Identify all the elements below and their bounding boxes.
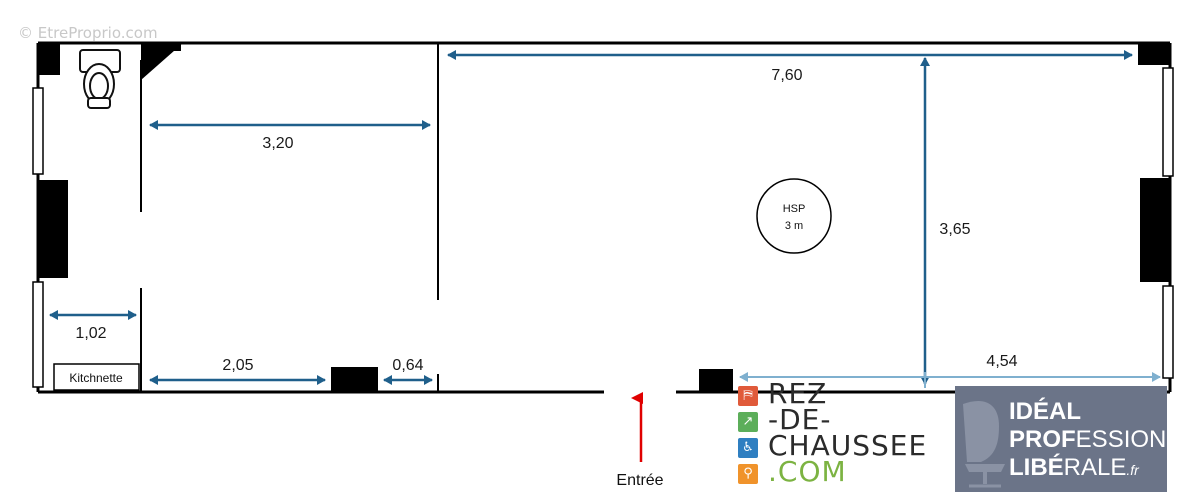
dimension-lines xyxy=(49,50,1133,385)
hsp-badge: HSP 3 m xyxy=(756,178,832,254)
dim-main-width: 7,60 xyxy=(771,67,802,84)
entrance-label: Entrée xyxy=(616,472,663,489)
dim-bottom-right: 4,54 xyxy=(986,353,1017,370)
hsp-title: HSP xyxy=(783,203,806,215)
rdc-line-2: -DE- xyxy=(768,403,832,436)
stairs-icon: ⛿ xyxy=(738,386,758,406)
chair-icon xyxy=(963,400,1005,488)
dim-bottom-small: 0,64 xyxy=(392,357,423,374)
dim-bottom-left: 2,05 xyxy=(222,357,253,374)
walls xyxy=(36,41,1172,394)
wheelchair-icon: ♿ xyxy=(738,438,758,458)
dim-main-height: 3,65 xyxy=(939,221,970,238)
kitchenette-label: Kitchnette xyxy=(69,371,123,385)
window-left-top xyxy=(32,87,44,175)
dim-room-width: 3,20 xyxy=(262,135,293,152)
rdc-line-4: .COM xyxy=(768,455,847,488)
rez-de-chaussee-logo: ⛿ REZ ↗ -DE- ♿ CHAUSSEE ⚲ .COM xyxy=(738,377,928,494)
hsp-value: 3 m xyxy=(785,220,803,232)
ipl-line-1: IDÉAL xyxy=(1009,398,1081,425)
rdc-line-3: CHAUSSEE xyxy=(768,429,928,462)
ideal-profession-liberale-logo: IDÉAL ESSIONPROFESSION LIBÉRALE.fr xyxy=(955,386,1167,492)
ramp-icon: ↗ xyxy=(738,412,758,432)
window-right-top xyxy=(1162,67,1174,177)
window-left-bottom xyxy=(32,281,44,388)
toilet-icon xyxy=(79,49,121,109)
kitchenette: Kitchnette xyxy=(53,363,140,391)
walking-person-icon: ⚲ xyxy=(738,464,758,484)
windows xyxy=(32,67,1174,388)
ipl-line-2: ESSIONPROFESSION xyxy=(1009,426,1167,453)
window-right-bottom xyxy=(1162,285,1174,379)
dim-kitchen-width: 1,02 xyxy=(75,325,106,342)
rdc-line-1: REZ xyxy=(768,377,828,410)
watermark: © EtreProprio.com xyxy=(18,24,158,42)
ipl-line-3: LIBÉRALE.fr xyxy=(1009,454,1139,481)
pillars xyxy=(38,43,1170,392)
